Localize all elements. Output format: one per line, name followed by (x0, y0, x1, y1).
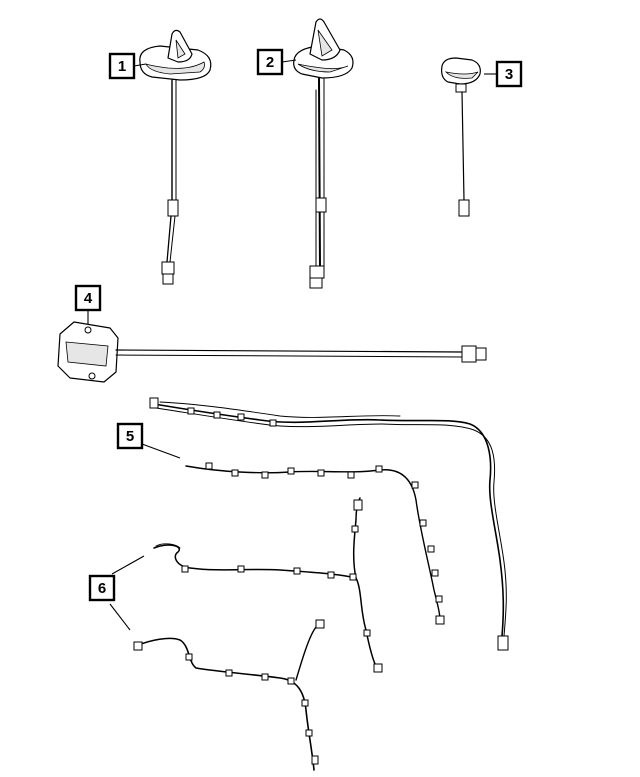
leader-6b (109, 603, 131, 631)
shark-fin-antenna-2[interactable] (293, 18, 354, 289)
rear-wiring-harness[interactable] (133, 497, 383, 771)
callout-2: 2 (256, 48, 284, 76)
leader-2 (281, 59, 297, 63)
shark-fin-antenna-1[interactable] (139, 29, 212, 285)
leader-5 (141, 443, 181, 459)
svg-text:2: 2 (266, 54, 274, 71)
callout-4: 4 (74, 284, 102, 312)
antenna-module-with-cable[interactable] (57, 321, 487, 383)
antenna-cable-harness[interactable] (149, 397, 509, 651)
svg-text:5: 5 (126, 428, 134, 445)
callout-1: 1 (108, 52, 136, 80)
roof-antenna-module[interactable] (441, 57, 481, 217)
svg-text:6: 6 (98, 580, 106, 597)
callout-6: 6 (88, 574, 116, 602)
svg-text:3: 3 (505, 66, 513, 83)
leader-1 (133, 63, 147, 67)
callout-3: 3 (495, 60, 523, 88)
leader-6a (111, 555, 145, 575)
svg-text:1: 1 (118, 58, 126, 75)
svg-text:4: 4 (84, 290, 93, 307)
callout-5: 5 (116, 422, 144, 450)
